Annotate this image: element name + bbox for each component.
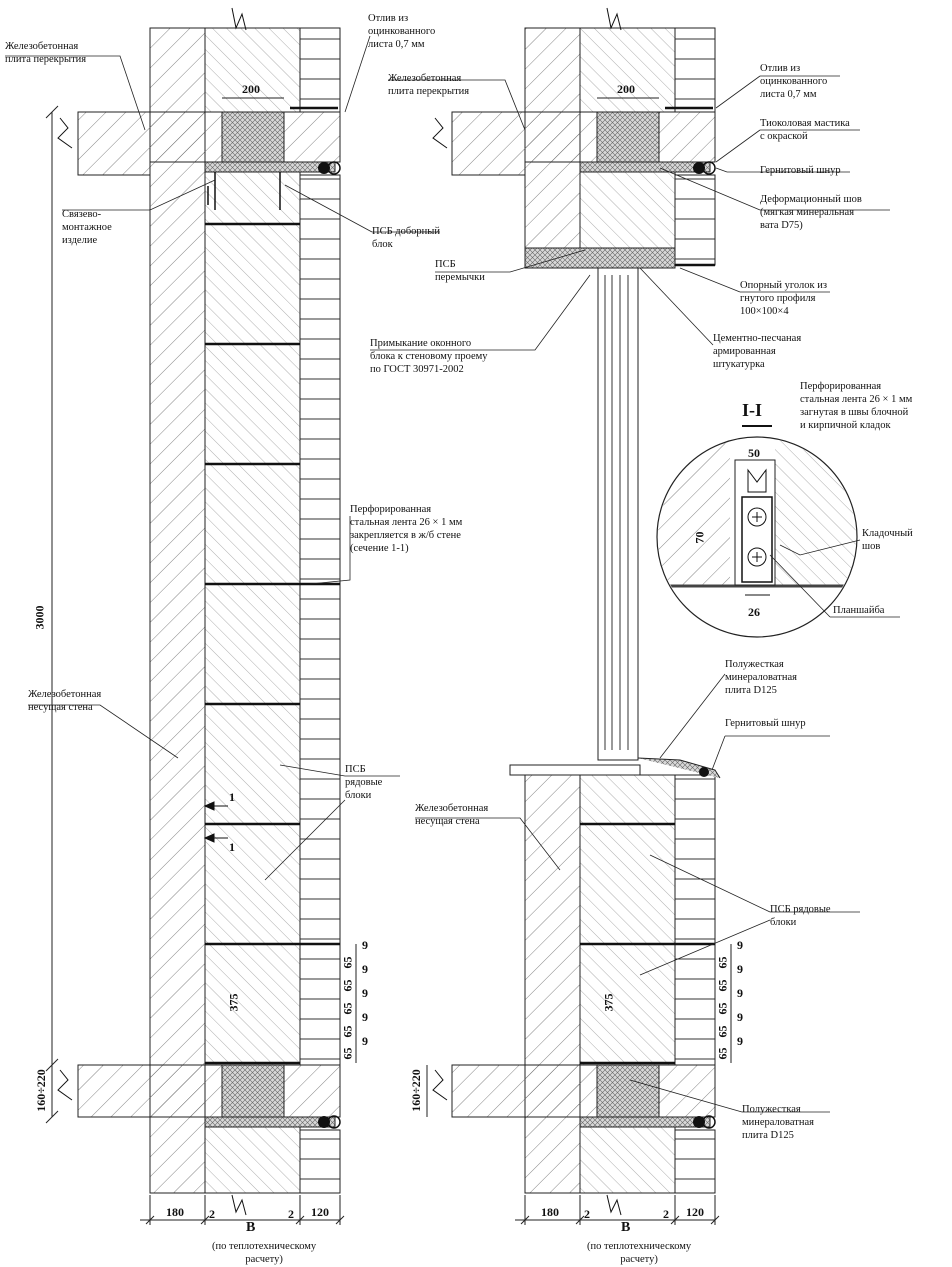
brick-dim: 65 — [715, 1047, 730, 1060]
dim-26: 26 — [748, 605, 760, 619]
joint-dim: 9 — [362, 986, 368, 1000]
dim-70: 70 — [692, 531, 707, 544]
dim-50: 50 — [748, 446, 760, 460]
dim-2a-left: 2 — [209, 1207, 215, 1221]
window-label: Примыкание оконного блока к стеновому пр… — [370, 338, 488, 375]
otliv-label-right: Отлив из оцинкованного листа 0,7 мм — [760, 63, 828, 100]
left-section — [5, 7, 440, 1225]
dim-375-left: 375 — [226, 993, 241, 1012]
joint-dim: 9 — [737, 986, 743, 1000]
tape-label-left: Перфорированная стальная лента 26 × 1 мм… — [350, 504, 463, 554]
dim-note-right: (по теплотехническому расчету) — [587, 1241, 692, 1265]
plaster-label: Цементно-песчаная армированная штукатурк… — [713, 333, 802, 370]
joint-dim: 9 — [737, 1010, 743, 1024]
brick-dim: 65 — [340, 979, 355, 992]
joint-dim: 9 — [362, 962, 368, 976]
brick-dim: 65 — [715, 979, 730, 992]
detail-i-i — [656, 425, 900, 638]
dim-2b-left: 2 — [288, 1207, 294, 1221]
psb-row-label-right: ПСБ рядовые блоки — [770, 904, 831, 928]
brick-dim: 65 — [340, 1025, 355, 1038]
masonry-joint-label: Кладочный шов — [862, 528, 913, 552]
dim-120-right: 120 — [686, 1205, 704, 1219]
cord-label-2: Гернитовый шнур — [725, 718, 806, 729]
otliv-label-left: Отлив из оцинкованного листа 0,7 мм — [368, 13, 436, 50]
cord-label: Гернитовый шнур — [760, 165, 841, 176]
psb-row-label-left: ПСБ рядовые блоки — [345, 764, 383, 801]
dim-2b-right: 2 — [663, 1207, 669, 1221]
dim-b-right: B — [621, 1220, 631, 1235]
joint-dim: 9 — [737, 962, 743, 976]
joint-label: Деформационный шов (мягкая минеральная в… — [760, 194, 862, 231]
tape-label-right: Перфорированная стальная лента 26 × 1 мм… — [800, 381, 913, 431]
dim-3000-left: 3000 — [32, 605, 47, 630]
joint-dim: 9 — [737, 1034, 743, 1048]
wall-label-left: Железобетонная несущая стена — [28, 689, 102, 713]
semi-rigid-label-2: Полужесткая минераловатная плита D125 — [742, 1104, 814, 1141]
dim-180-right: 180 — [541, 1205, 559, 1219]
psb-extra-label-left: ПСБ доборный блок — [372, 226, 440, 250]
dim-200-left: 200 — [242, 82, 260, 96]
slab-label-left: Железобетонная плита перекрытия — [5, 41, 87, 65]
dim-200-right: 200 — [617, 82, 635, 96]
dim-120-left: 120 — [311, 1205, 329, 1219]
joint-dim: 9 — [362, 1010, 368, 1024]
angle-label: Опорный уголок из гнутого профиля 100×10… — [740, 280, 828, 317]
dim-180-left: 180 — [166, 1205, 184, 1219]
joint-dim: 9 — [737, 938, 743, 952]
tie-label-left: Связево- монтажное изделие — [62, 209, 112, 246]
mastic-label: Тиоколовая мастика с окраской — [760, 118, 850, 142]
dim-note-left: (по теплотехническому расчету) — [212, 1241, 317, 1265]
dim-2a-right: 2 — [584, 1207, 590, 1221]
brick-dim: 65 — [715, 1025, 730, 1038]
dim-b-left: B — [246, 1220, 256, 1235]
wall-label-right: Железобетонная несущая стена — [415, 803, 489, 827]
brick-dim: 65 — [340, 1047, 355, 1060]
section-mark-top: 1 — [229, 790, 235, 804]
lintel-label: ПСБ перемычки — [435, 259, 485, 283]
washer-label: Планшайба — [833, 605, 885, 616]
section-title: I-I — [742, 400, 763, 420]
dim-375-right: 375 — [601, 993, 616, 1012]
joint-dim: 9 — [362, 1034, 368, 1048]
brick-dim: 65 — [340, 1002, 355, 1015]
dim-160-220-left: 160÷220 — [33, 1069, 48, 1112]
brick-dim: 65 — [340, 956, 355, 969]
brick-dim: 65 — [715, 1002, 730, 1015]
dim-160-220-right: 160÷220 — [408, 1069, 423, 1112]
section-mark-bottom: 1 — [229, 840, 235, 854]
brick-dim: 65 — [715, 956, 730, 969]
right-section — [370, 7, 900, 1225]
semi-rigid-label-1: Полужесткая минераловатная плита D125 — [725, 659, 797, 696]
joint-dim: 9 — [362, 938, 368, 952]
slab-label-right: Железобетонная плита перекрытия — [388, 73, 470, 97]
